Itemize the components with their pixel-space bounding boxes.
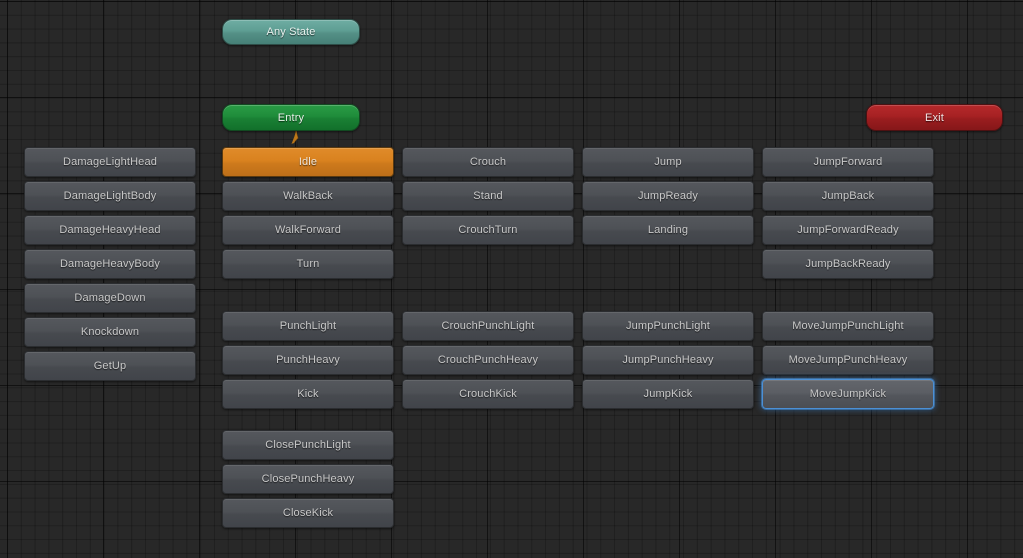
state-node-damagelightbody[interactable]: DamageLightBody (24, 181, 196, 211)
state-node-knockdown[interactable]: Knockdown (24, 317, 196, 347)
node-label: Turn (296, 258, 320, 270)
node-label: DamageDown (74, 292, 146, 304)
state-node-movejumppunchheavy[interactable]: MoveJumpPunchHeavy (762, 345, 934, 375)
state-node-jumpforward[interactable]: JumpForward (762, 147, 934, 177)
node-label: JumpBack (821, 190, 875, 202)
node-label: Jump (654, 156, 682, 168)
node-label: CrouchTurn (458, 224, 518, 236)
state-node-crouch[interactable]: Crouch (402, 147, 574, 177)
state-node-walkback[interactable]: WalkBack (222, 181, 394, 211)
state-node-damagelighthead[interactable]: DamageLightHead (24, 147, 196, 177)
state-node-damagedown[interactable]: DamageDown (24, 283, 196, 313)
node-label: Landing (647, 224, 689, 236)
state-node-jumpbackready[interactable]: JumpBackReady (762, 249, 934, 279)
node-label: ClosePunchHeavy (261, 473, 355, 485)
state-node-punchlight[interactable]: PunchLight (222, 311, 394, 341)
node-label: CrouchPunchHeavy (437, 354, 539, 366)
node-label: DamageLightHead (63, 156, 157, 168)
node-label: Exit (925, 111, 944, 124)
state-node-punchheavy[interactable]: PunchHeavy (222, 345, 394, 375)
state-node-jumpkick[interactable]: JumpKick (582, 379, 754, 409)
state-node-closepunchheavy[interactable]: ClosePunchHeavy (222, 464, 394, 494)
node-label: CrouchKick (459, 388, 517, 400)
state-node-closepunchlight[interactable]: ClosePunchLight (222, 430, 394, 460)
node-label: Idle (298, 156, 318, 168)
state-node-stand[interactable]: Stand (402, 181, 574, 211)
node-label: JumpForward (813, 156, 883, 168)
state-node-movejumppunchlight[interactable]: MoveJumpPunchLight (762, 311, 934, 341)
state-node-jumpback[interactable]: JumpBack (762, 181, 934, 211)
state-node-idle[interactable]: Idle (222, 147, 394, 177)
node-label: GetUp (93, 360, 127, 372)
node-label: MoveJumpKick (809, 388, 887, 400)
state-node-crouchkick[interactable]: CrouchKick (402, 379, 574, 409)
node-label: JumpForwardReady (797, 224, 899, 236)
node-label: JumpKick (643, 388, 693, 400)
node-label: WalkBack (283, 190, 333, 202)
node-label: WalkForward (274, 224, 342, 236)
state-node-getup[interactable]: GetUp (24, 351, 196, 381)
node-label: JumpPunchHeavy (622, 354, 714, 366)
node-label: Any State (266, 26, 316, 38)
node-label: Crouch (469, 156, 507, 168)
node-label: JumpPunchLight (625, 320, 711, 332)
node-label: PunchLight (279, 320, 337, 332)
state-node-jumppunchheavy[interactable]: JumpPunchHeavy (582, 345, 754, 375)
node-label: DamageHeavyHead (59, 224, 161, 236)
node-label: Stand (473, 190, 503, 202)
node-label: CloseKick (282, 507, 334, 519)
node-label: JumpBackReady (805, 258, 891, 270)
state-node-turn[interactable]: Turn (222, 249, 394, 279)
node-label: JumpReady (637, 190, 699, 202)
state-node-jumppunchlight[interactable]: JumpPunchLight (582, 311, 754, 341)
state-node-damageheavybody[interactable]: DamageHeavyBody (24, 249, 196, 279)
state-node-jumpforwardready[interactable]: JumpForwardReady (762, 215, 934, 245)
state-node-jump[interactable]: Jump (582, 147, 754, 177)
node-any-state[interactable]: Any State (222, 19, 360, 45)
node-label: Knockdown (80, 326, 140, 338)
node-label: PunchHeavy (276, 354, 340, 366)
state-node-crouchpunchheavy[interactable]: CrouchPunchHeavy (402, 345, 574, 375)
state-node-damageheavyhead[interactable]: DamageHeavyHead (24, 215, 196, 245)
node-label: DamageLightBody (63, 190, 157, 202)
state-node-crouchturn[interactable]: CrouchTurn (402, 215, 574, 245)
node-entry[interactable]: Entry (222, 104, 360, 131)
state-node-walkforward[interactable]: WalkForward (222, 215, 394, 245)
node-label: DamageHeavyBody (59, 258, 161, 270)
node-label: Entry (277, 111, 305, 124)
state-node-closekick[interactable]: CloseKick (222, 498, 394, 528)
node-label: ClosePunchLight (265, 439, 351, 451)
state-node-crouchpunchlight[interactable]: CrouchPunchLight (402, 311, 574, 341)
node-label: MoveJumpPunchHeavy (788, 354, 908, 366)
node-label: Kick (297, 388, 319, 400)
node-exit[interactable]: Exit (866, 104, 1003, 131)
node-label: CrouchPunchLight (441, 320, 535, 332)
state-node-movejumpkick[interactable]: MoveJumpKick (762, 379, 934, 409)
state-node-jumpready[interactable]: JumpReady (582, 181, 754, 211)
state-node-kick[interactable]: Kick (222, 379, 394, 409)
node-label: MoveJumpPunchLight (792, 320, 904, 332)
state-node-landing[interactable]: Landing (582, 215, 754, 245)
